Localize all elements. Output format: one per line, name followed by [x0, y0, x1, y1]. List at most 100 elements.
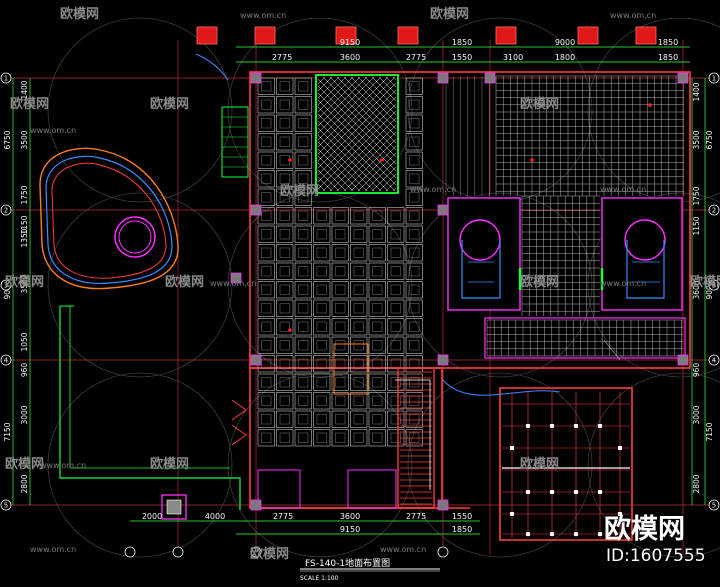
brand-logo-text: 欧模网 [604, 514, 685, 545]
left-wing [39, 53, 249, 520]
axis-bubbles: 1 1 2 2 3 3 4 4 5 5 [0, 72, 720, 558]
dimension-label: 2775 [272, 53, 292, 62]
watermark-url: www.om.cn [600, 185, 646, 194]
axis-number: 4 [712, 357, 717, 365]
watermark-url: www.om.cn [410, 185, 456, 194]
structural-columns [230, 72, 689, 511]
watermark-text: 欧模网 [520, 274, 559, 290]
watermark-text: 欧模网 [250, 546, 289, 562]
dimension-label: 1550 [452, 512, 472, 521]
dimension-label: 1400 [692, 82, 701, 101]
top-fixtures [196, 26, 657, 45]
brand-id: ID:1607555 [606, 546, 706, 566]
dimension-label: 6750 [705, 130, 714, 149]
corridor-strip [484, 317, 686, 361]
axis-number: 4 [4, 357, 9, 365]
dimension-label: 3000 [20, 405, 29, 424]
watermark-url: www.om.cn [610, 11, 656, 20]
dimension-label: 3500 [20, 130, 29, 149]
dimension-label: 9150 [340, 525, 360, 534]
drawing-scale: SCALE 1:100 [300, 575, 339, 582]
staircase [395, 367, 561, 509]
dimension-label: 6750 [3, 130, 12, 149]
dimension-label: 1150 [20, 215, 29, 234]
dimension-label: 1400 [20, 80, 29, 99]
title-block: FS-140-1地面布置图 SCALE 1:100 [300, 557, 440, 582]
dimension-label: 3500 [692, 130, 701, 149]
watermark-text: 欧模网 [165, 274, 204, 290]
dimension-lines [12, 46, 706, 535]
dimension-label: 2775 [406, 512, 426, 521]
dimension-label: 1550 [452, 53, 472, 62]
tile-pattern-main-hall [257, 77, 423, 447]
dimension-label: 3600 [340, 53, 360, 62]
dimension-label: 1750 [692, 186, 701, 205]
brand-watermark: 欧模网 ID:1607555 [604, 514, 706, 566]
dimension-labels: 9150 1850 9000 1850 2775 3600 2775 1550 3100 1800… [3, 38, 714, 534]
watermark-text: 欧模网 [280, 183, 319, 199]
bathroom-left [447, 197, 522, 311]
dimension-label: 1150 [692, 216, 701, 235]
axis-number: 2 [4, 207, 8, 215]
dimension-label: 1350 [20, 228, 29, 247]
watermark-url: www.om.cn [600, 279, 646, 288]
watermark-url: www.om.cn [380, 545, 426, 554]
axis-number: 1 [712, 75, 716, 83]
annex-block [502, 392, 630, 538]
watermark-text: 欧模网 [5, 274, 44, 290]
drawing-title: FS-140-1地面布置图 [305, 557, 390, 569]
dimension-label: 2000 [142, 512, 162, 521]
axis-number: 3 [712, 282, 716, 290]
dimension-label: 9000 [555, 38, 575, 47]
watermark-url: www.om.cn [30, 545, 76, 554]
watermarks: 欧模网欧模网欧模网欧模网欧模网欧模网欧模网欧模网欧模网欧模网欧模网欧模网欧模网欧… [5, 6, 720, 562]
dimension-label: 3500 [20, 274, 29, 293]
dimension-label: 1750 [20, 185, 29, 204]
dimension-label: 3100 [503, 53, 523, 62]
watermark-text: 欧模网 [60, 6, 99, 22]
dimension-label: 1850 [452, 525, 472, 534]
watermark-text: 欧模网 [10, 96, 49, 112]
dimension-label: 2800 [692, 474, 701, 493]
dimension-label: 7150 [3, 422, 12, 441]
axis-number: 3 [4, 282, 8, 290]
watermark-text: 欧模网 [520, 456, 559, 472]
tile-pattern-right-room [445, 75, 684, 316]
dimension-label: 1850 [658, 53, 678, 62]
watermark-text: 欧模网 [430, 6, 469, 22]
axis-number: 1 [4, 75, 8, 83]
watermark-text: 欧模网 [150, 96, 189, 112]
axis-number: 2 [712, 207, 716, 215]
crosshatch-feature [315, 74, 399, 194]
dimension-label: 3600 [340, 512, 360, 521]
watermark-url: www.om.cn [210, 279, 256, 288]
bathroom-right [600, 197, 683, 311]
dimension-label: 2800 [20, 474, 29, 493]
dimension-label: 1050 [20, 332, 29, 351]
watermark-url: www.om.cn [240, 11, 286, 20]
dimension-label: 1800 [555, 53, 575, 62]
dimension-label: 2775 [273, 512, 293, 521]
dimension-label: 7150 [705, 422, 714, 441]
dimension-label: 9000 [705, 280, 714, 299]
watermark-text: 欧模网 [150, 456, 189, 472]
watermark-url: www.om.cn [30, 126, 76, 135]
dimension-label: 3000 [692, 405, 701, 424]
dimension-label: 9150 [340, 38, 360, 47]
dimension-label: 2775 [406, 53, 426, 62]
watermark-text: 欧模网 [5, 456, 44, 472]
dimension-label: 1850 [452, 38, 472, 47]
lower-rooms [257, 343, 397, 509]
axis-number: 5 [712, 502, 716, 510]
dimension-label: 4000 [205, 512, 225, 521]
axis-number: 5 [4, 502, 8, 510]
dimension-label: 3600 [692, 280, 701, 299]
watermark-text: 欧模网 [690, 274, 720, 290]
dimension-label: 1850 [658, 38, 678, 47]
watermark-text: 欧模网 [520, 96, 559, 112]
watermark-url: www.om.cn [40, 461, 86, 470]
dimension-label: 960 [692, 363, 701, 378]
red-markers [288, 103, 652, 332]
dimension-label: 960 [20, 363, 29, 378]
